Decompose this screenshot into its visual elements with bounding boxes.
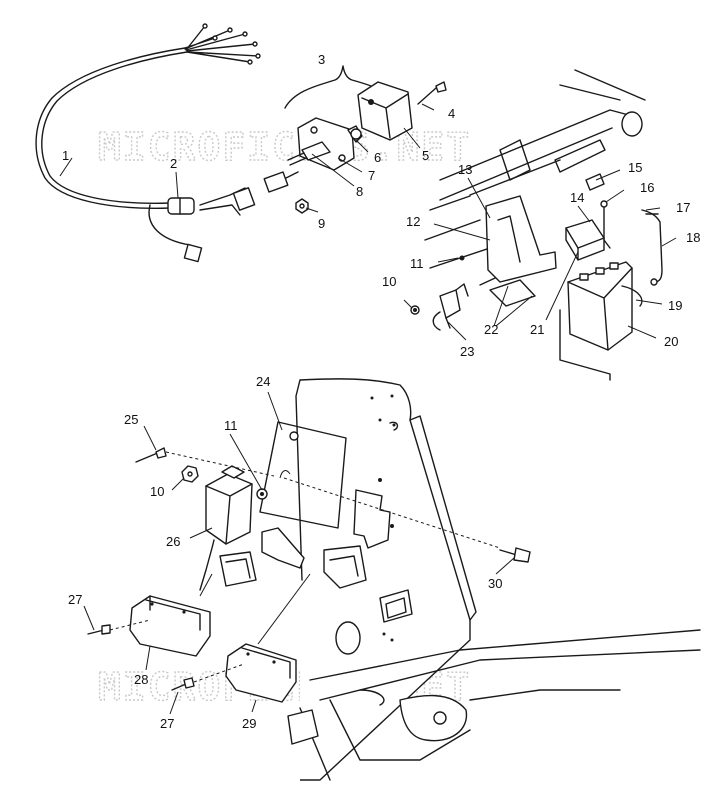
nut-10-bottom — [181, 465, 199, 483]
mounting-bracket — [485, 195, 557, 307]
callout-5: 5 — [422, 148, 429, 163]
ignition-box — [565, 219, 605, 261]
callout-4: 4 — [448, 106, 455, 121]
assembly-line-screw — [279, 470, 291, 479]
assembly-line-bracket — [257, 573, 311, 645]
frame-bottom — [287, 629, 701, 781]
callout-10-top: 10 — [382, 274, 396, 289]
callout-12: 12 — [406, 214, 420, 229]
callout-9: 9 — [318, 216, 325, 231]
reflector-29 — [225, 643, 297, 703]
callout-3: 3 — [318, 52, 325, 67]
callout-11-bottom: 11 — [224, 418, 238, 433]
callout-labels: 1 2 3 4 5 6 7 8 9 10 11 12 13 14 15 16 1… — [62, 52, 700, 731]
callout-2: 2 — [170, 156, 177, 171]
bulb — [347, 125, 363, 143]
callout-22: 22 — [484, 322, 498, 337]
assembly-line-coil — [199, 573, 213, 597]
leader-lines — [59, 103, 677, 715]
callout-20: 20 — [664, 334, 678, 349]
bolt-30 — [283, 477, 531, 563]
callout-8: 8 — [356, 184, 363, 199]
callout-26: 26 — [166, 534, 180, 549]
plug-connector — [263, 171, 299, 193]
callout-21: 21 — [530, 322, 544, 337]
bulb-socket — [287, 141, 331, 166]
callout-29: 29 — [242, 716, 256, 731]
callout-27-lower: 27 — [160, 716, 174, 731]
callout-7: 7 — [368, 168, 375, 183]
callout-24: 24 — [256, 374, 270, 389]
callout-18: 18 — [686, 230, 700, 245]
battery-bracket-line — [559, 309, 611, 381]
connector-switch — [167, 197, 195, 215]
callout-17: 17 — [676, 200, 690, 215]
callout-28: 28 — [134, 672, 148, 687]
callout-25: 25 — [124, 412, 138, 427]
taillight-housing — [357, 81, 413, 141]
callout-14: 14 — [570, 190, 584, 205]
callout-30: 30 — [488, 576, 502, 591]
callout-23: 23 — [460, 344, 474, 359]
callout-15: 15 — [628, 160, 642, 175]
callout-6: 6 — [374, 150, 381, 165]
ignition-coil — [205, 465, 268, 545]
battery — [567, 261, 643, 351]
relay-bracket — [323, 489, 391, 589]
relay-clip — [432, 283, 469, 331]
coil-bracket — [199, 527, 305, 591]
callout-1: 1 — [62, 148, 69, 163]
screw-27-upper — [87, 619, 151, 635]
frame-top — [424, 69, 646, 286]
screw-4 — [417, 81, 447, 105]
callout-13: 13 — [458, 162, 472, 177]
watermark-top: MICROFICHES.NET — [98, 125, 471, 169]
callout-27-upper: 27 — [68, 592, 82, 607]
nut-9 — [295, 198, 309, 214]
screw-27-lower — [171, 663, 245, 691]
bracket-3 — [284, 65, 396, 109]
callout-19: 19 — [668, 298, 682, 313]
screw-11-top — [459, 255, 465, 261]
nut-10-top — [410, 305, 420, 315]
decal-plate — [259, 421, 347, 529]
wire-harness — [35, 23, 261, 263]
callout-11-top: 11 — [410, 256, 424, 271]
bolt-25 — [135, 447, 275, 477]
callout-16: 16 — [640, 180, 654, 195]
reflector-28 — [129, 595, 211, 657]
battery-cable — [641, 209, 663, 286]
callout-10-bottom: 10 — [150, 484, 164, 499]
